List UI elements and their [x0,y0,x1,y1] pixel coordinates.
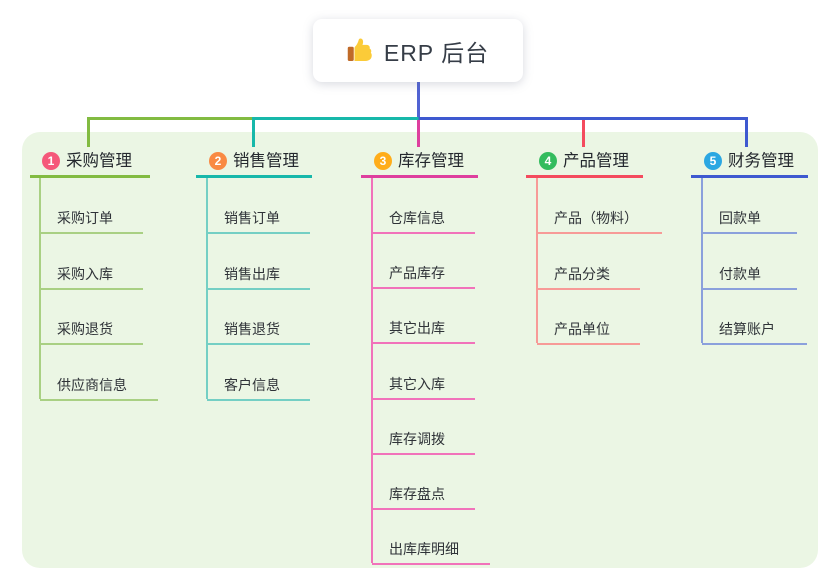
branch-5-underline [691,175,808,178]
node-product-material[interactable]: 产品（物料） [537,202,662,234]
branch-3-title[interactable]: 库存管理 [398,152,464,170]
branch-5-badge: 5 [704,152,722,170]
branch-4-title[interactable]: 产品管理 [563,152,629,170]
node-receipt-order[interactable]: 回款单 [702,202,797,234]
node-other-inbound[interactable]: 其它入库 [372,368,475,400]
branch-2-badge: 2 [209,152,227,170]
node-sales-order[interactable]: 销售订单 [207,202,310,234]
node-other-outbound[interactable]: 其它出库 [372,312,475,344]
node-purchase-inbound[interactable]: 采购入库 [40,258,143,290]
branch-2-title[interactable]: 销售管理 [233,152,299,170]
node-customer-info[interactable]: 客户信息 [207,369,310,401]
branch-4-underline [526,175,643,178]
branch-5-title[interactable]: 财务管理 [728,152,794,170]
node-product-unit[interactable]: 产品单位 [537,313,640,345]
branch-1-badge: 1 [42,152,60,170]
node-stock-transfer[interactable]: 库存调拨 [372,423,475,455]
node-product-stock[interactable]: 产品库存 [372,257,475,289]
thumbs-up-icon [347,38,372,61]
node-stock-count[interactable]: 库存盘点 [372,478,475,510]
node-product-category[interactable]: 产品分类 [537,258,640,290]
node-payment-order[interactable]: 付款单 [702,258,797,290]
branches-background-panel [22,132,818,568]
branch-3-underline [361,175,478,178]
node-settlement-account[interactable]: 结算账户 [702,313,807,345]
node-warehouse-info[interactable]: 仓库信息 [372,202,475,234]
node-outbound-detail[interactable]: 出库库明细 [372,533,490,565]
root-node-label: ERP 后台 [383,39,490,66]
branch-3-badge: 3 [374,152,392,170]
branch-2-underline [196,175,312,178]
node-purchase-order[interactable]: 采购订单 [40,202,143,234]
branch-1-title[interactable]: 采购管理 [66,152,132,170]
branch-4-badge: 4 [539,152,557,170]
root-node[interactable]: ERP 后台 [313,19,523,82]
branch-1-underline [30,175,150,178]
node-purchase-return[interactable]: 采购退货 [40,313,143,345]
node-supplier-info[interactable]: 供应商信息 [40,369,158,401]
node-sales-return[interactable]: 销售退货 [207,313,310,345]
node-sales-outbound[interactable]: 销售出库 [207,258,310,290]
